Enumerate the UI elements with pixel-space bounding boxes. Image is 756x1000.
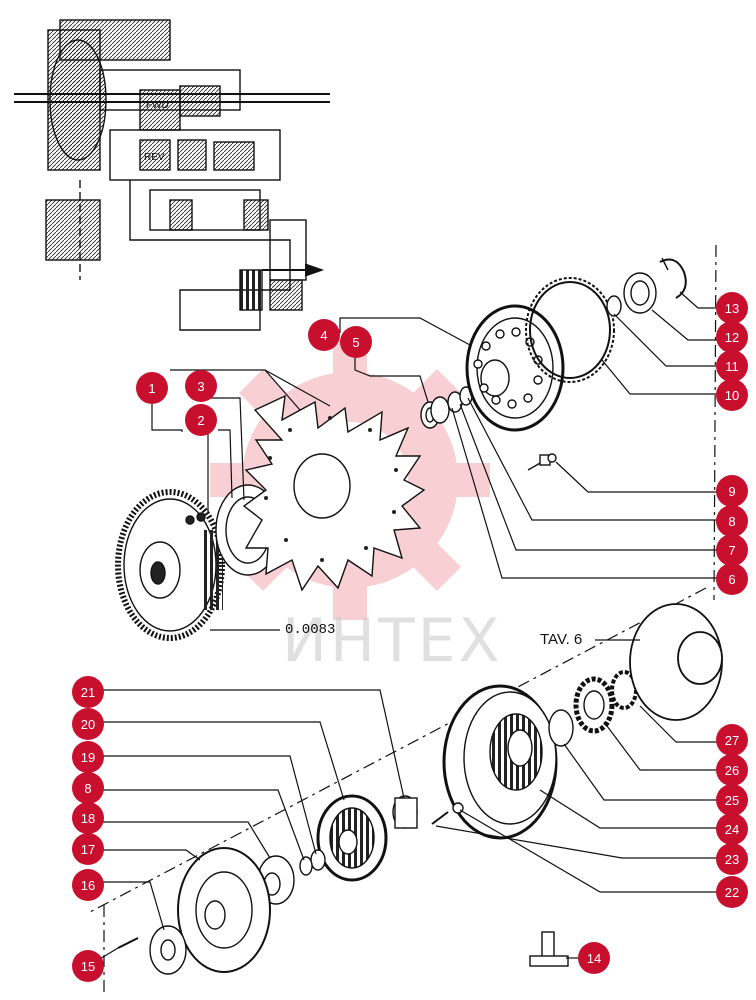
bolt-nut <box>527 453 557 471</box>
callout-24[interactable]: 24 <box>716 813 748 845</box>
transmission-cross-section: FWD REV <box>14 19 330 331</box>
callout-8-lower[interactable]: 8 <box>72 772 104 804</box>
flex-plate <box>242 394 426 592</box>
watermark-text: ИНТЕХ <box>282 606 503 676</box>
callout-7[interactable]: 7 <box>716 534 748 566</box>
converter-housing <box>442 684 558 840</box>
callout-3[interactable]: 3 <box>185 370 217 402</box>
callout-19[interactable]: 19 <box>72 741 104 773</box>
table-ref-label: TAV. 6 <box>540 631 583 648</box>
callout-8-upper[interactable]: 8 <box>716 505 748 537</box>
gear-set <box>548 670 638 747</box>
callout-12[interactable]: 12 <box>716 321 748 353</box>
callout-6[interactable]: 6 <box>716 563 748 595</box>
callout-17[interactable]: 17 <box>72 833 104 865</box>
turbine-assembly <box>117 794 464 975</box>
callout-20[interactable]: 20 <box>72 708 104 740</box>
flywheel-ring-gear <box>115 489 225 641</box>
seal-ring <box>525 277 615 383</box>
callout-25[interactable]: 25 <box>716 784 748 816</box>
callout-1[interactable]: 1 <box>136 372 168 404</box>
callout-15[interactable]: 15 <box>72 950 104 982</box>
callout-18[interactable]: 18 <box>72 802 104 834</box>
converter-cover <box>465 304 565 432</box>
callout-16[interactable]: 16 <box>72 869 104 901</box>
callout-11[interactable]: 11 <box>716 350 748 382</box>
callout-10[interactable]: 10 <box>716 379 748 411</box>
callout-2[interactable]: 2 <box>185 404 217 436</box>
callout-23[interactable]: 23 <box>716 843 748 875</box>
callout-5[interactable]: 5 <box>340 326 372 358</box>
callout-27[interactable]: 27 <box>716 724 748 756</box>
callout-4[interactable]: 4 <box>308 319 340 351</box>
callout-26[interactable]: 26 <box>716 754 748 786</box>
svg-text:REV: REV <box>144 152 165 163</box>
svg-text:FWD: FWD <box>146 100 169 111</box>
callout-21[interactable]: 21 <box>72 676 104 708</box>
converter-cover-shell <box>629 603 723 721</box>
sensor-part <box>529 931 569 967</box>
bearing-assembly <box>606 257 687 317</box>
callout-22[interactable]: 22 <box>716 876 748 908</box>
callout-9[interactable]: 9 <box>716 475 748 507</box>
callout-14[interactable]: 14 <box>578 942 610 974</box>
dashed-axis-lines <box>89 244 717 995</box>
part-code-label: 0.0083 <box>285 622 336 638</box>
callout-13[interactable]: 13 <box>716 292 748 324</box>
